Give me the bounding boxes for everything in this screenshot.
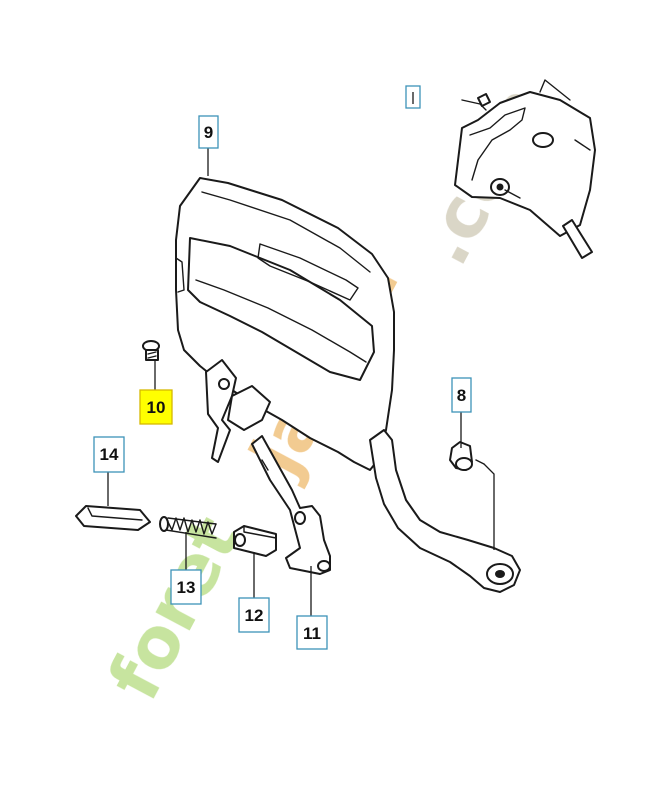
part-9-hand-guard bbox=[175, 177, 521, 593]
chainsaw-body-partial bbox=[454, 79, 596, 259]
callout-11-label: 11 bbox=[303, 624, 321, 643]
callout-14-label: 14 bbox=[100, 445, 119, 464]
callout-9: 9 bbox=[198, 115, 219, 149]
callout-8: 8 bbox=[451, 377, 472, 413]
part-8-bushing bbox=[449, 441, 485, 471]
part-11-lever bbox=[251, 435, 331, 575]
callout-14: 14 bbox=[93, 436, 125, 473]
watermark-text-foret: foret bbox=[93, 503, 256, 713]
callout-12: 12 bbox=[238, 597, 270, 633]
callout-10: 10 bbox=[139, 389, 173, 425]
callout-11: 11 bbox=[296, 615, 328, 650]
part-14-slide bbox=[75, 505, 151, 531]
callout-10-label: 10 bbox=[147, 398, 166, 417]
callout-13: 13 bbox=[170, 569, 202, 605]
part-12-pin bbox=[233, 525, 277, 557]
callout-9-label: 9 bbox=[204, 123, 213, 142]
callout-partial-top bbox=[405, 85, 421, 109]
part-13-spring bbox=[159, 516, 217, 539]
part-10-screw bbox=[142, 340, 160, 361]
callout-8-label: 8 bbox=[457, 386, 466, 405]
callout-13-label: 13 bbox=[177, 578, 196, 597]
leader-lines bbox=[107, 148, 495, 616]
callout-12-label: 12 bbox=[245, 606, 264, 625]
